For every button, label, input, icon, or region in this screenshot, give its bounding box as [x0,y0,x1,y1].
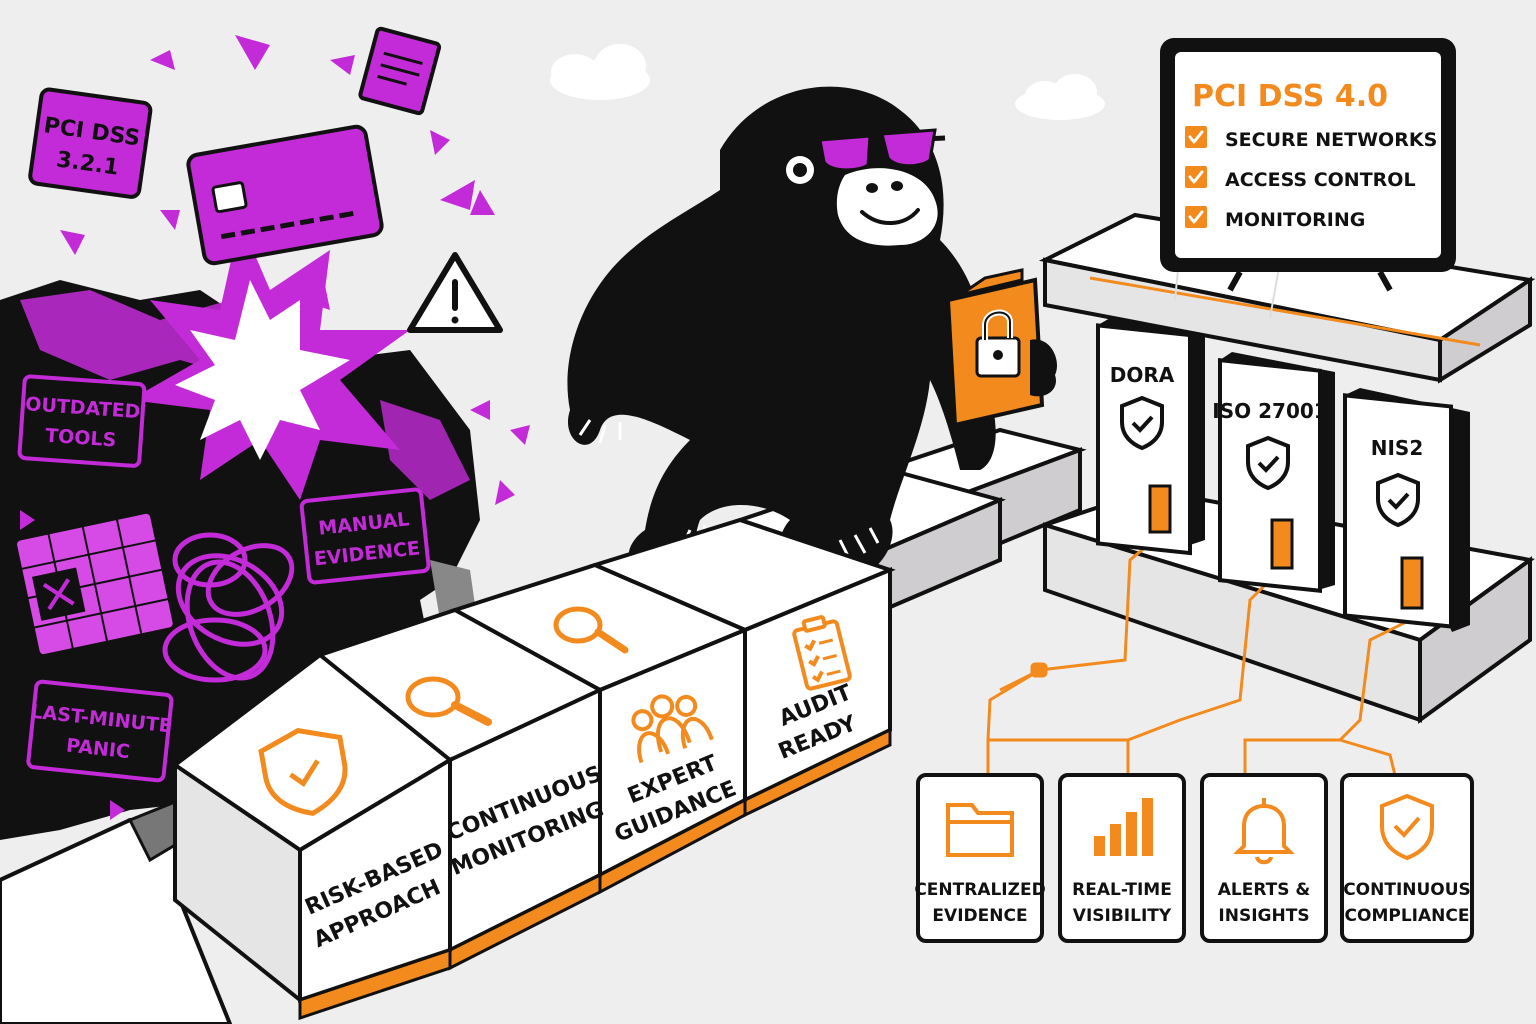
svg-text:ALERTS &: ALERTS & [1218,880,1311,900]
svg-text:REAL-TIME: REAL-TIME [1072,880,1172,900]
framework-server-nis2: NIS2 [1343,388,1470,632]
svg-text:TOOLS: TOOLS [45,425,117,452]
svg-text:VISIBILITY: VISIBILITY [1073,906,1172,926]
shield-check-icon [1376,472,1420,528]
outcome-card-real-time-visibility: REAL-TIME VISIBILITY [1058,773,1186,943]
outcome-card-continuous-compliance: CONTINUOUS COMPLIANCE [1340,773,1474,943]
shield-check-icon [258,727,348,816]
shield-check-icon [1120,395,1164,451]
checklist-item: ACCESS CONTROL [1225,169,1416,191]
framework-server-dora: DORA [1096,318,1205,556]
label-outdated-tools: OUTDATED TOOLS [17,374,147,468]
cloud-icon [550,44,650,100]
label-last-minute-panic: LAST-MINUTE PANIC [26,679,174,783]
svg-text:ISO 27001: ISO 27001 [1212,399,1327,423]
shield-check-icon [1380,793,1434,861]
bar-chart-icon [1094,798,1153,856]
document-icon [358,26,442,116]
path-block-risk-based-approach: RISK-BASED APPROACH [171,652,454,1021]
padlock-folder-icon [945,268,1058,428]
team-icon [631,694,714,764]
svg-text:INSIGHTS: INSIGHTS [1218,906,1309,926]
checklist-item: MONITORING [1225,209,1365,231]
svg-text:EVIDENCE: EVIDENCE [932,906,1027,926]
label-manual-evidence: MANUAL EVIDENCE [299,487,431,585]
door-icon [1270,518,1294,570]
clipboard-checklist-icon [792,615,852,691]
gorilla-mascot [567,86,1058,580]
door-icon [1148,484,1172,534]
sunglasses-icon [804,128,946,172]
compliance-monitor: PCI DSS 4.0 SECURE NETWORKS ACCESS CONTR… [1160,38,1456,292]
outcome-card-alerts-insights: ALERTS & INSIGHTS [1200,773,1328,943]
svg-text:DORA: DORA [1110,363,1175,387]
old-standard-badge: PCI DSS 3.2.1 [28,87,153,199]
svg-text:CENTRALIZED: CENTRALIZED [914,880,1045,900]
spreadsheet-icon [13,509,177,659]
svg-text:NIS2: NIS2 [1371,436,1424,460]
door-icon [1400,556,1424,610]
framework-server-iso27001: ISO 27001 [1212,352,1335,593]
svg-text:COMPLIANCE: COMPLIANCE [1345,906,1470,926]
warning-icon [407,252,503,333]
credit-card-icon [186,124,384,266]
connector-lines [986,533,1421,776]
folder-icon [946,803,1014,857]
cloud-icon [1015,74,1105,120]
magnifier-icon [405,676,492,726]
shield-check-icon [1246,435,1290,491]
path-block-continuous-monitoring: CONTINUOUS MONITORING [315,607,608,971]
magnifier-icon [553,606,629,654]
outcome-card-centralized-evidence: CENTRALIZED EVIDENCE [914,773,1046,943]
bell-icon [1233,798,1295,865]
tangle-icon [162,532,295,683]
monitor-title: PCI DSS 4.0 [1192,79,1388,114]
checklist-item: SECURE NETWORKS [1225,129,1437,151]
svg-text:CONTINUOUS: CONTINUOUS [1343,880,1471,900]
